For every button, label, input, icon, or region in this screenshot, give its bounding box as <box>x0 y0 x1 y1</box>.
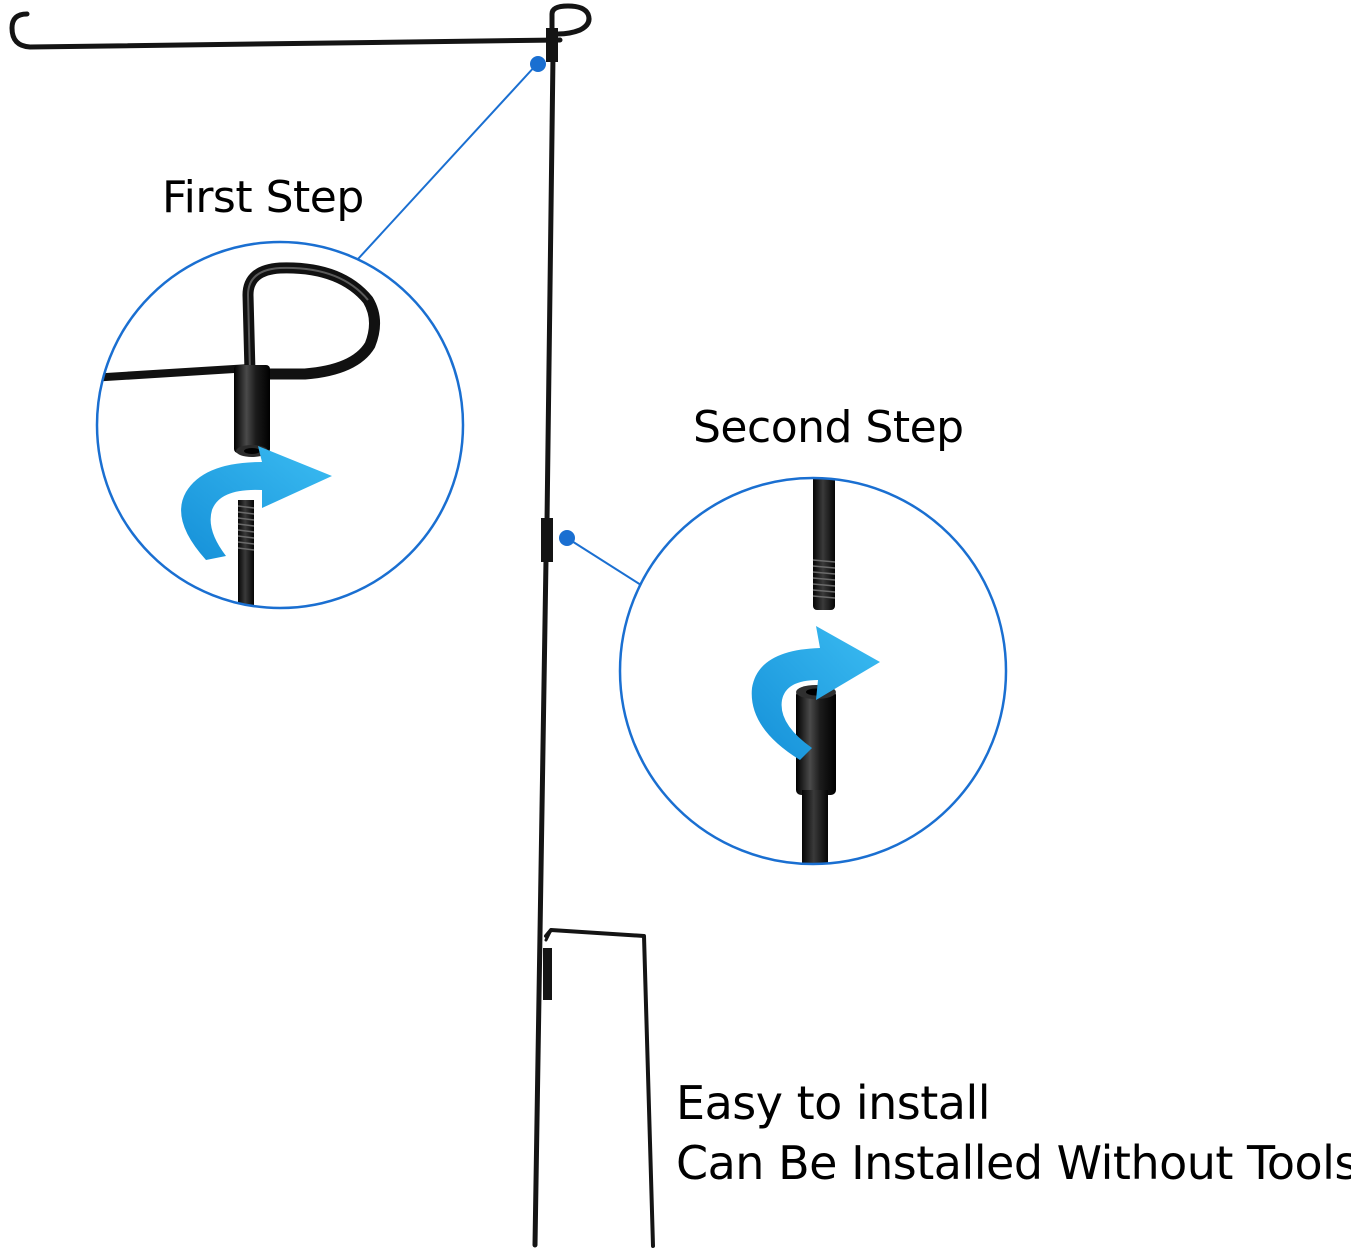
detail-threaded-rod <box>238 500 254 608</box>
lower-pole <box>532 557 549 1248</box>
callout-connectors <box>357 56 642 586</box>
detail-sleeve <box>234 365 270 453</box>
first-step-connector <box>357 63 538 260</box>
ground-stake <box>544 928 655 1248</box>
detail-upper-rod <box>813 478 835 610</box>
detail-arm <box>97 364 251 382</box>
curved-arrow-icon <box>751 626 880 760</box>
second-step-label: Second Step <box>693 402 964 453</box>
middle-coupling <box>541 518 553 562</box>
no-tools-text: Can Be Installed Without Tools <box>676 1136 1351 1190</box>
detail-lower-sleeve <box>796 690 836 795</box>
detail-upper-thread-marks <box>812 559 836 599</box>
second-step-connector <box>566 537 642 586</box>
top-curl <box>549 3 592 45</box>
second-step-detail <box>618 476 1008 866</box>
detail-thread-marks <box>237 505 255 551</box>
upper-pole <box>544 52 556 525</box>
top-arm <box>9 11 563 50</box>
first-step-label: First Step <box>162 172 364 223</box>
easy-install-text: Easy to install <box>676 1076 991 1130</box>
first-step-detail <box>95 240 465 610</box>
stake-clamp <box>543 948 552 1000</box>
second-step-marker-dot <box>559 530 575 546</box>
detail-lower-rod <box>802 790 828 864</box>
curved-arrow-icon <box>181 446 332 560</box>
flag-stand <box>9 3 655 1248</box>
first-step-marker-dot <box>530 56 546 72</box>
ground-stake-inner <box>544 928 553 942</box>
